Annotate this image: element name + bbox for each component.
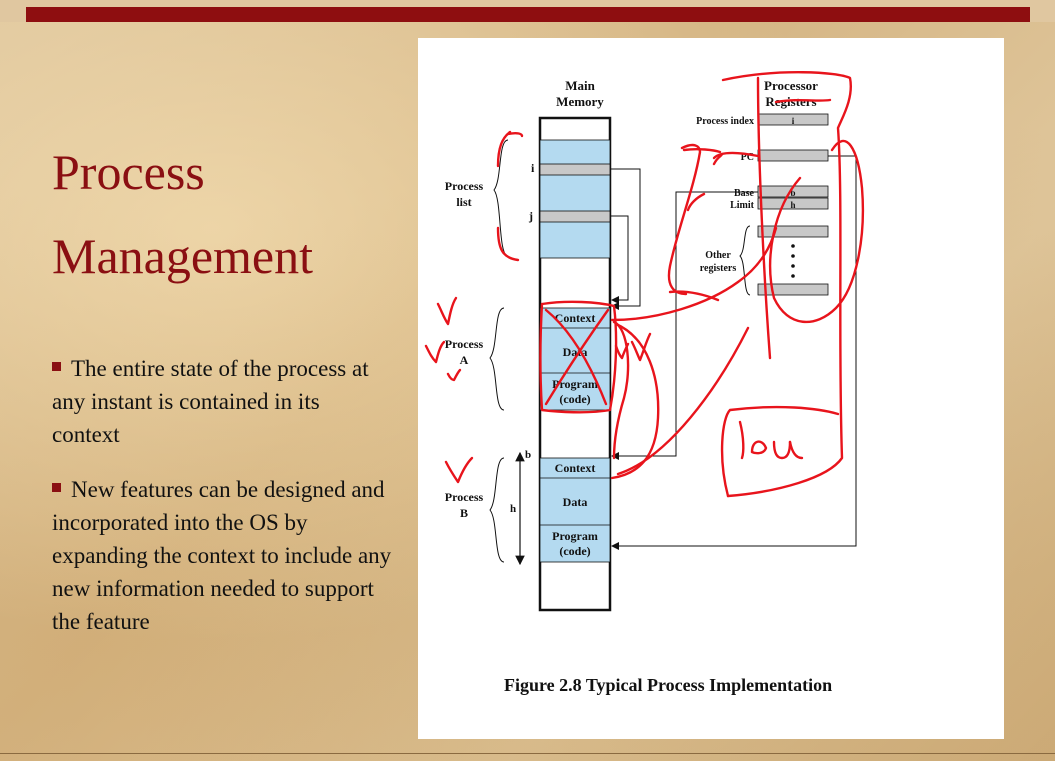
process-list-label-2: list: [456, 195, 471, 209]
process-a-label-2: A: [460, 353, 469, 367]
bullet-square-icon: [52, 362, 61, 371]
bullet-square-icon: [52, 483, 61, 492]
title-line-2: Management: [52, 228, 314, 284]
bullet-item-2: New features can be designed and incorpo…: [52, 473, 392, 638]
base-value: b: [790, 188, 795, 198]
process-diagram: Main Memory i j Context Data Program (co…: [424, 71, 865, 612]
title-line-1: Process: [52, 144, 205, 200]
bottom-divider: [0, 753, 1055, 754]
process-a-program-label-1: Program: [552, 377, 598, 391]
process-list-label-1: Process: [445, 179, 484, 193]
process-a-brace: [489, 307, 505, 411]
process-index-label: Process index: [696, 116, 754, 127]
bullet-list: The entire state of the process at any i…: [52, 352, 392, 660]
limit-label: Limit: [730, 200, 755, 211]
marker-h-label: h: [510, 503, 516, 515]
top-bar: [0, 0, 1055, 22]
bullet-text-1: The entire state of the process at any i…: [52, 356, 369, 447]
connector-lines: [610, 155, 857, 550]
other-registers-label-1: Other: [705, 250, 731, 261]
marker-b-label: b: [525, 449, 531, 461]
pc-label: PC: [741, 152, 754, 163]
figure-caption: Figure 2.8 Typical Process Implementatio…: [504, 675, 833, 695]
index-i-label: i: [531, 161, 535, 175]
process-b-label-2: B: [460, 506, 468, 520]
bullet-text-2: New features can be designed and incorpo…: [52, 477, 392, 634]
main-memory-label-2: Memory: [556, 94, 604, 109]
process-b-brace: [489, 457, 505, 563]
hand-annotations: [424, 71, 865, 498]
title-bar-stripe: [26, 7, 1030, 22]
processor-registers: [757, 113, 829, 296]
process-a-program-label-2: (code): [559, 392, 590, 406]
slide-title: Process Management: [52, 130, 412, 298]
bullet-item-1: The entire state of the process at any i…: [52, 352, 392, 451]
process-index-value: i: [792, 116, 795, 126]
index-j-label: j: [528, 209, 533, 223]
figure-panel: Main Memory i j Context Data Program (co…: [418, 38, 1004, 739]
process-b-label-1: Process: [445, 490, 484, 504]
process-a-context-label: Context: [555, 311, 596, 325]
processor-label-1: Processor: [764, 78, 818, 93]
process-b-context-label: Context: [555, 461, 596, 475]
process-b-program-label-1: Program: [552, 529, 598, 543]
process-b-block: [539, 457, 611, 563]
other-registers-label-2: registers: [700, 263, 737, 274]
process-list-brace: [493, 139, 509, 257]
process-a-label-1: Process: [445, 337, 484, 351]
main-memory-label-1: Main: [565, 78, 595, 93]
process-b-data-label: Data: [563, 495, 588, 509]
limit-value: h: [790, 200, 795, 210]
process-b-program-label-2: (code): [559, 544, 590, 558]
base-label: Base: [734, 188, 755, 199]
